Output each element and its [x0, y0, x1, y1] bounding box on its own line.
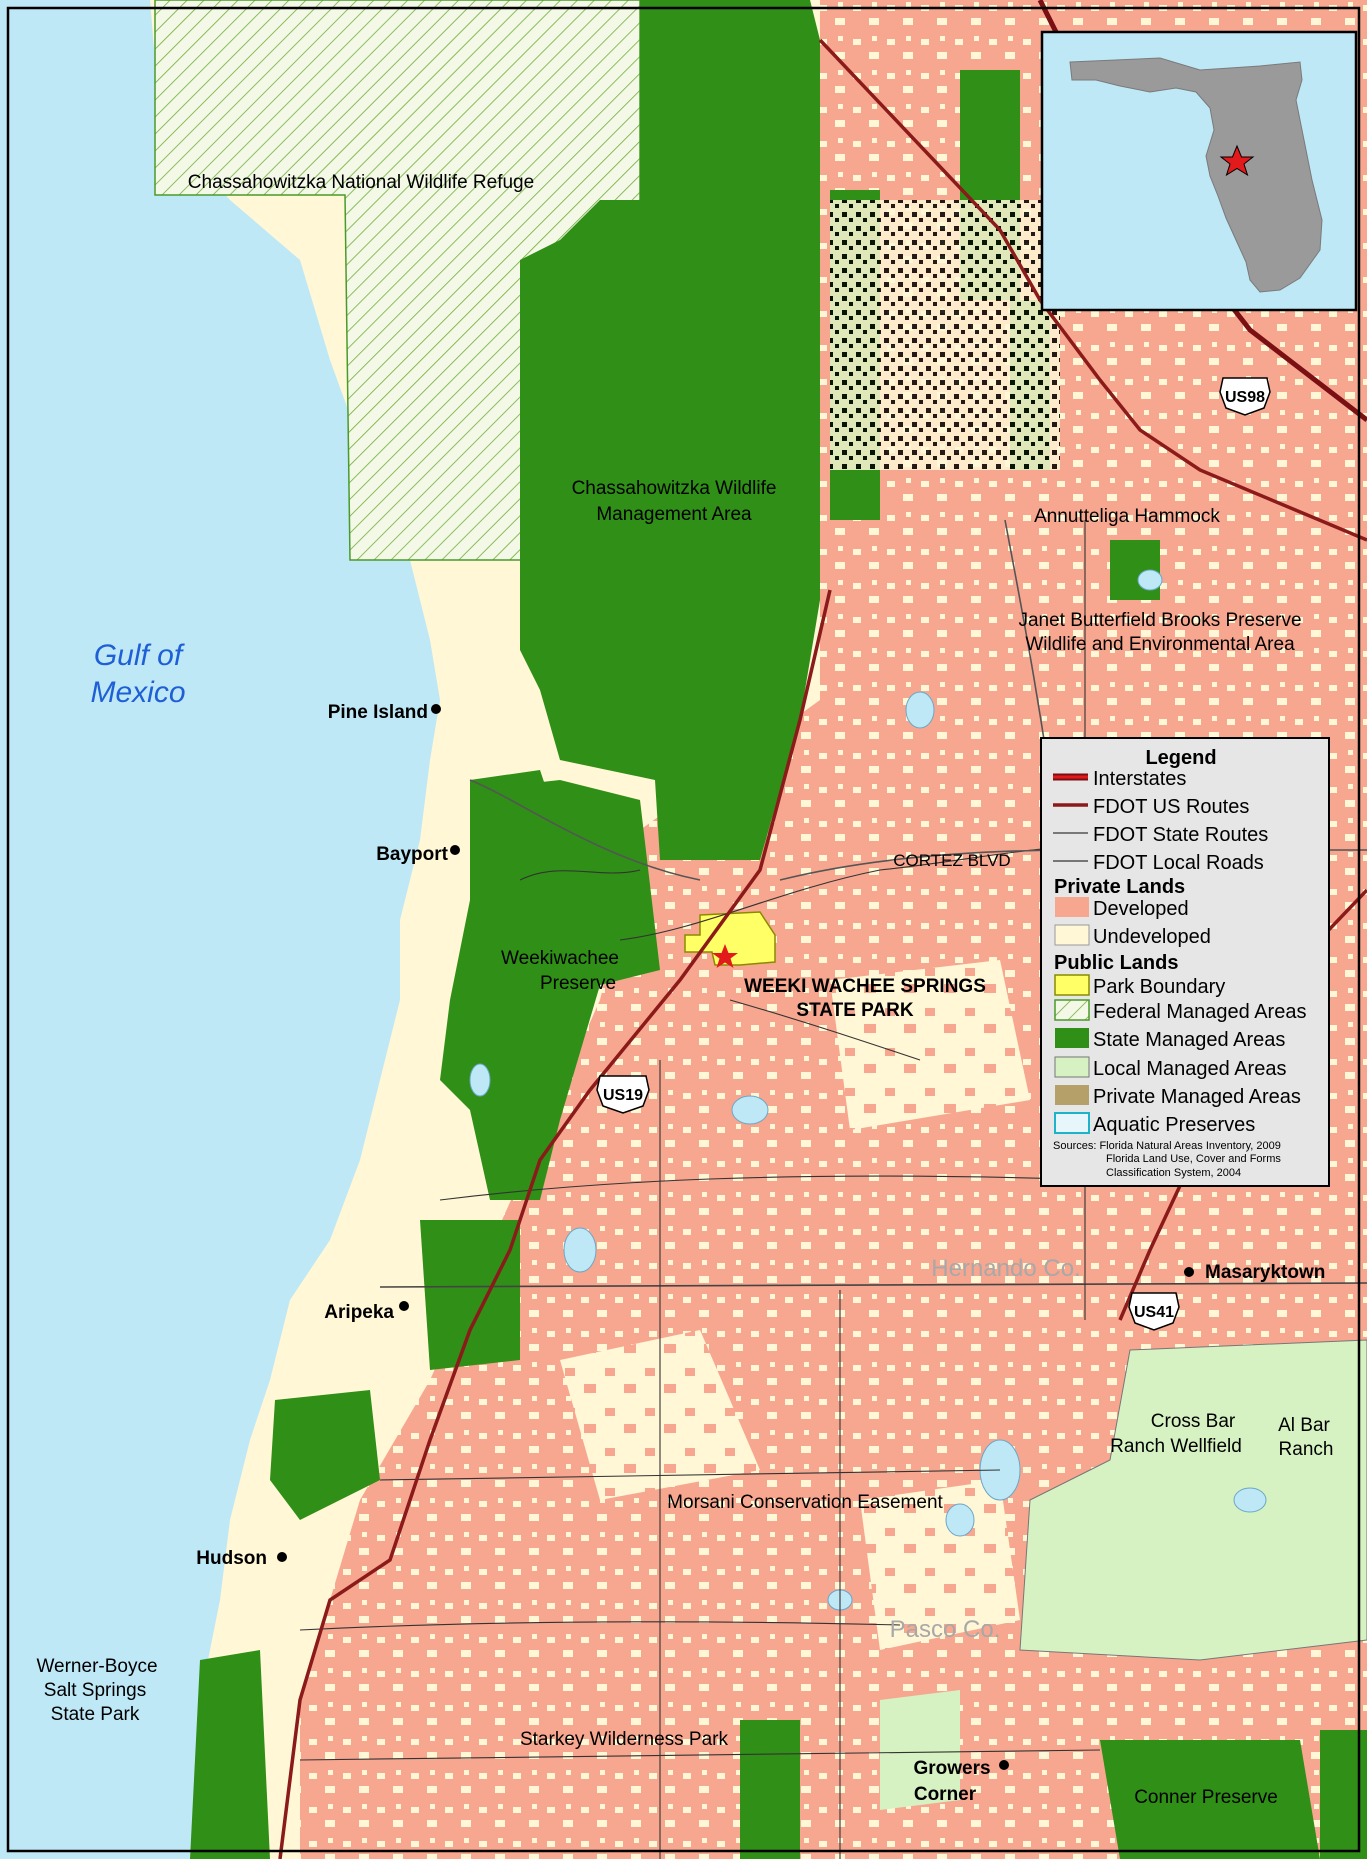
svg-text:US98: US98: [1225, 389, 1265, 406]
undeveloped-patch-3: [860, 1480, 1020, 1650]
morsani-label: Morsani Conservation Easement: [667, 1492, 943, 1513]
legend-undeveloped: Undeveloped: [1093, 926, 1211, 948]
state-area-hudson-north: [270, 1390, 380, 1520]
annutteliga-label: Annutteliga Hammock: [1034, 506, 1220, 527]
us98-shield: US98: [1219, 377, 1271, 416]
legend-private-header: Private Lands: [1054, 876, 1185, 898]
legend-source-2: Florida Land Use, Cover and Forms: [1106, 1153, 1281, 1165]
legend-developed: Developed: [1093, 898, 1189, 920]
gulf-label-line1: Gulf of: [94, 639, 185, 672]
legend-source-1: Sources: Florida Natural Areas Inventory…: [1053, 1140, 1281, 1152]
state-area-chassahowitzka: [520, 0, 820, 860]
legend-panel: Legend Interstates FDOT US Routes FDOT S…: [1040, 737, 1330, 1187]
undeveloped-patch-1: [830, 960, 1030, 1130]
werner-boyce-label-3: State Park: [51, 1704, 140, 1725]
al-bar-label-2: Ranch: [1279, 1439, 1334, 1460]
legend-public-header: Public Lands: [1054, 952, 1178, 974]
residential-cluster: [830, 200, 1060, 470]
weekiwachee-preserve-label-2: Preserve: [540, 973, 616, 994]
werner-boyce-label-1: Werner-Boyce: [36, 1656, 157, 1677]
hudson-label: Hudson: [196, 1548, 267, 1569]
bayport-label: Bayport: [376, 844, 448, 865]
legend-park-boundary: Park Boundary: [1093, 976, 1225, 998]
werner-boyce-label-2: Salt Springs: [44, 1680, 146, 1701]
weekiwachee-preserve-label-1: Weekiwachee: [501, 948, 619, 969]
pine-island-label: Pine Island: [328, 702, 428, 723]
aripeka-label: Aripeka: [324, 1302, 394, 1323]
gulf-label-line2: Mexico: [90, 676, 185, 709]
chassahowitzka-wma-label-1: Chassahowitzka Wildlife: [572, 478, 777, 499]
park-location-star: [712, 944, 738, 968]
legend-local-managed: Local Managed Areas: [1093, 1058, 1286, 1080]
legend-source-3: Classification System, 2004: [1106, 1167, 1241, 1179]
masaryktown-label: Masaryktown: [1205, 1262, 1325, 1283]
florida-outline: [1069, 57, 1323, 293]
county-line: [379, 1282, 1367, 1288]
weeki-wachee-park-label-2: STATE PARK: [796, 1000, 913, 1021]
state-area-south-east: [1320, 1730, 1367, 1859]
local-area-cross-bar: [1019, 1339, 1367, 1661]
legend-local-roads: FDOT Local Roads: [1093, 852, 1264, 874]
legend-private-managed: Private Managed Areas: [1093, 1086, 1301, 1108]
chassahowitzka-wma-label-2: Management Area: [596, 504, 752, 525]
hernando-county-label: Hernando Co.: [931, 1255, 1080, 1282]
place-markers: [277, 704, 1194, 1770]
legend-aquatic-preserves: Aquatic Preserves: [1093, 1114, 1255, 1136]
janet-butterfield-label-2: Wildlife and Environmental Area: [1025, 634, 1295, 655]
cross-bar-label-2: Ranch Wellfield: [1110, 1436, 1242, 1457]
svg-text:US19: US19: [603, 1087, 643, 1104]
legend-us-routes: FDOT US Routes: [1093, 796, 1249, 818]
local-roads: [299, 520, 1121, 1859]
gulf-water: [0, 0, 440, 1859]
growers-corner-label-1: Growers: [913, 1758, 990, 1779]
us19-shield: US19: [596, 1075, 650, 1114]
park-boundary: [684, 911, 776, 966]
pasco-county-label: Pasco Co.: [890, 1616, 1001, 1643]
starkey-label: Starkey Wilderness Park: [520, 1729, 729, 1750]
legend-interstates: Interstates: [1093, 768, 1186, 790]
legend-title: Legend: [1145, 747, 1216, 769]
state-area-aripeka: [420, 1220, 520, 1370]
cross-bar-label-1: Cross Bar: [1151, 1411, 1236, 1432]
legend-federal-managed: Federal Managed Areas: [1093, 1001, 1306, 1023]
legend-state-managed: State Managed Areas: [1093, 1029, 1285, 1051]
cortez-blvd-label: CORTEZ BLVD: [893, 851, 1010, 870]
janet-butterfield-label-1: Janet Butterfield Brooks Preserve: [1018, 610, 1301, 631]
state-area-bayport: [470, 770, 560, 860]
inset-location-star: [1219, 144, 1255, 177]
us41-shield: US41: [1128, 1292, 1180, 1331]
al-bar-label-1: Al Bar: [1278, 1415, 1330, 1436]
chassahowitzka-nwr-label: Chassahowitzka National Wildlife Refuge: [188, 172, 534, 193]
state-area-conner: [1100, 1740, 1320, 1859]
inset-locator-map: [1040, 30, 1358, 312]
state-area-starkey: [740, 1720, 800, 1859]
state-area-weekiwachee: [440, 780, 660, 1200]
local-area-starkey: [880, 1690, 960, 1810]
state-area-werner-boyce: [190, 1650, 270, 1859]
weeki-wachee-park-label-1: WEEKI WACHEE SPRINGS: [744, 976, 986, 997]
map-frame: [6, 6, 1361, 1853]
legend-state-routes: FDOT State Routes: [1093, 824, 1268, 846]
svg-text:US41: US41: [1134, 1304, 1174, 1321]
growers-corner-label-2: Corner: [914, 1784, 977, 1805]
conner-label: Conner Preserve: [1134, 1787, 1278, 1808]
